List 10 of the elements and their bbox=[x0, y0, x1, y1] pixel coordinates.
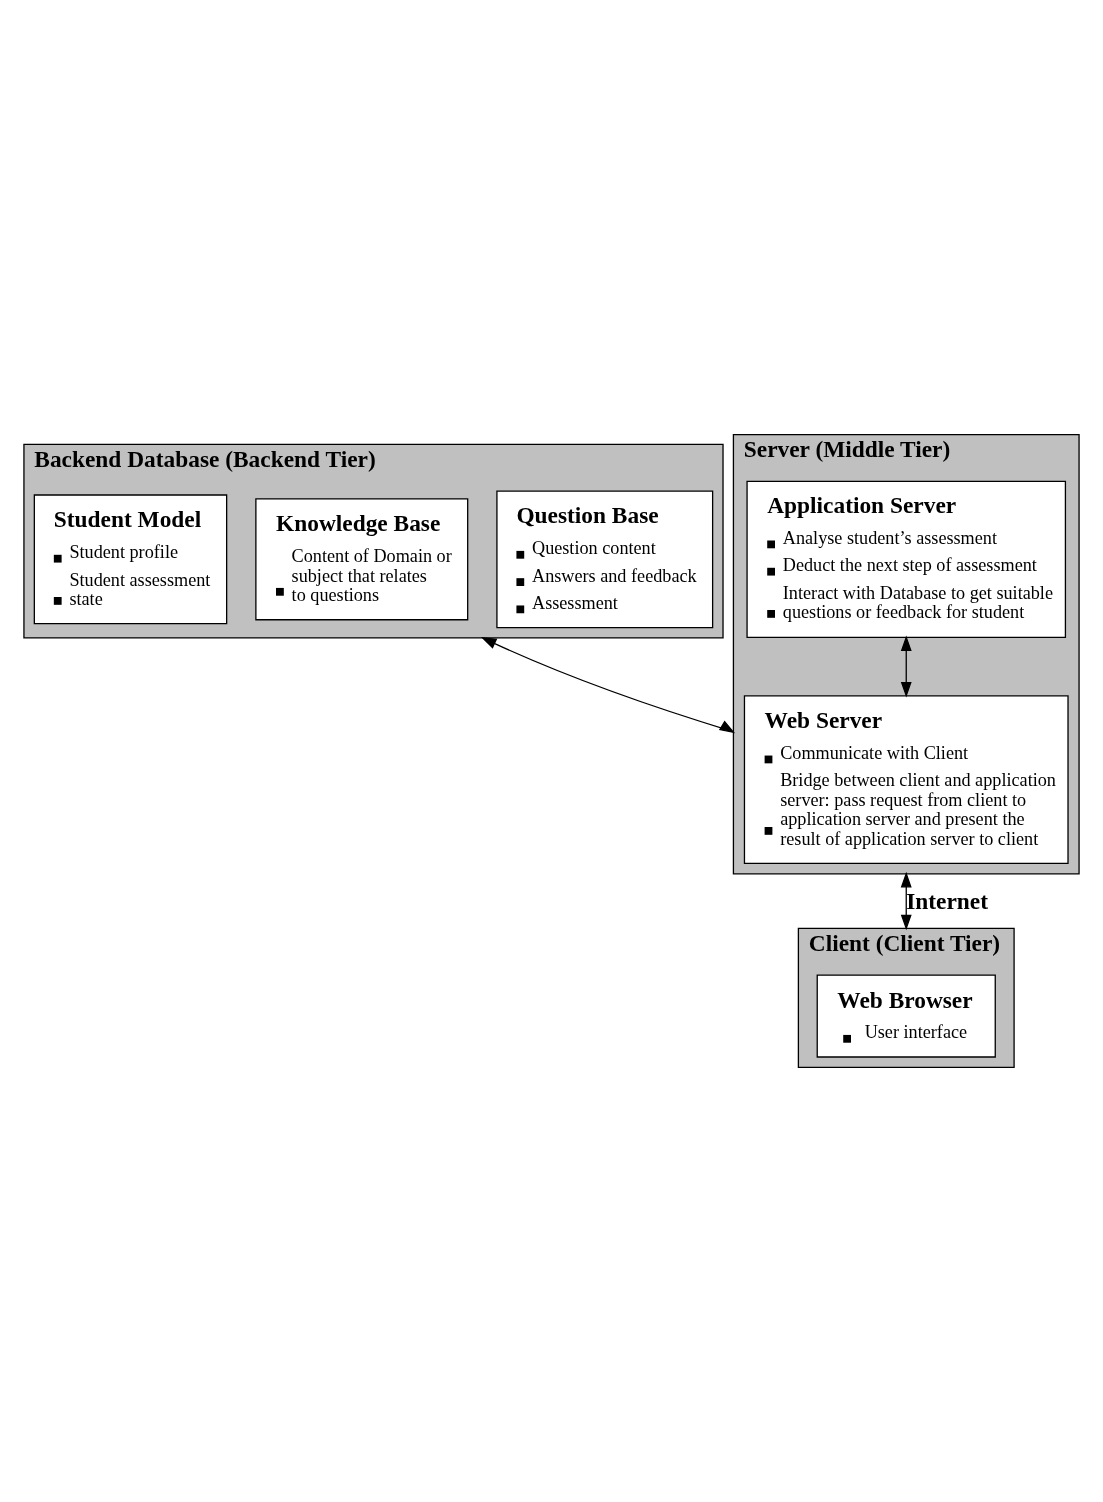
node-box: Question Base Question content Answers and feedback Assessment bbox=[496, 490, 714, 629]
arrow bbox=[900, 871, 912, 931]
node-box: Application Server Analyse student’s assessment Deduct the next step of assessment Interact with Database to get suitable questions or feedback for student bbox=[746, 480, 1067, 638]
node-box: Student Model Student profile Student assessment state bbox=[33, 494, 228, 625]
node-box: Knowledge Base Content of Domain or subject that relates to questions bbox=[255, 498, 469, 621]
arrow bbox=[900, 635, 912, 698]
node-box: Web Server Communicate with Client Bridge between client and application server: pass request from client to application server and present the result of application server to client bbox=[743, 695, 1069, 865]
node-box: Web Browser User interface bbox=[816, 974, 996, 1058]
edge-label: Internet bbox=[906, 888, 989, 915]
arrow bbox=[480, 637, 736, 734]
